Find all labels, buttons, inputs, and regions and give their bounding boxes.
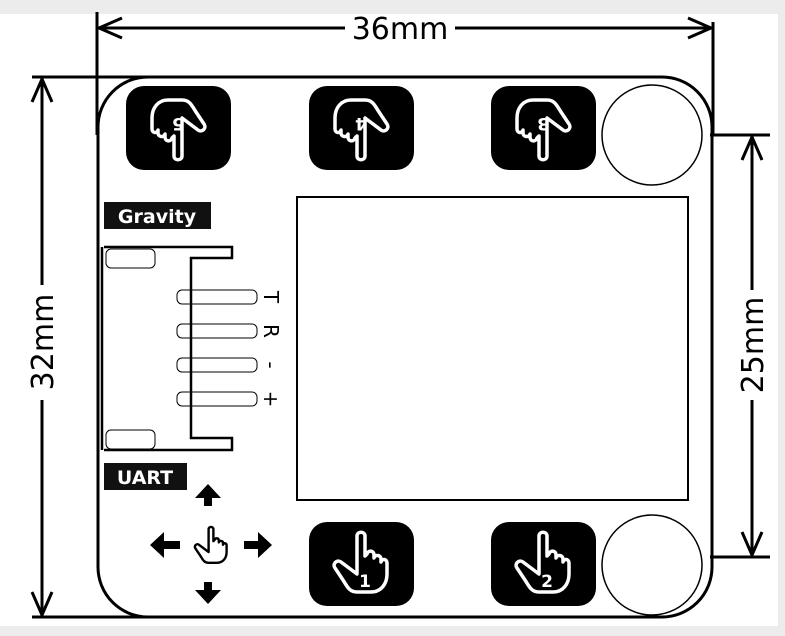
pin-label-minus: - [259, 361, 283, 368]
uart-label-bg [104, 463, 187, 490]
arrow-down-icon [195, 582, 221, 604]
mounting-hole-bottom [601, 514, 703, 616]
joystick[interactable] [150, 484, 272, 604]
svg-text:2: 2 [541, 572, 553, 592]
height-dimension [30, 75, 150, 619]
pin-label-plus: + [259, 391, 283, 408]
hole-spacing-label: 25mm [736, 297, 771, 394]
button-1[interactable]: 1 [309, 522, 414, 606]
pin-label-r: R [259, 324, 283, 338]
arrow-up-icon [195, 484, 221, 506]
uart-connector [100, 245, 258, 452]
svg-text:1: 1 [359, 572, 371, 592]
hand-icon [193, 525, 228, 565]
mounting-hole-top [601, 84, 703, 186]
button-4[interactable]: 4 [309, 86, 414, 170]
pin-label-t: T [259, 290, 283, 304]
arrow-right-icon [244, 532, 272, 558]
hole-spacing-dimension [710, 133, 770, 559]
svg-text:4: 4 [355, 113, 367, 133]
button-5[interactable]: 5 [126, 86, 231, 170]
svg-text:3: 3 [537, 113, 549, 133]
height-label: 32mm [26, 294, 61, 391]
svg-text:5: 5 [172, 113, 184, 133]
arrow-left-icon [150, 532, 180, 558]
gravity-label: Gravity [118, 206, 197, 228]
uart-label: UART [117, 467, 173, 489]
width-dimension [95, 12, 715, 135]
button-3[interactable]: 3 [491, 86, 596, 170]
display-screen [296, 196, 689, 501]
width-label: 36mm [352, 12, 449, 47]
button-2[interactable]: 2 [491, 522, 596, 606]
gravity-label-bg [104, 202, 211, 229]
